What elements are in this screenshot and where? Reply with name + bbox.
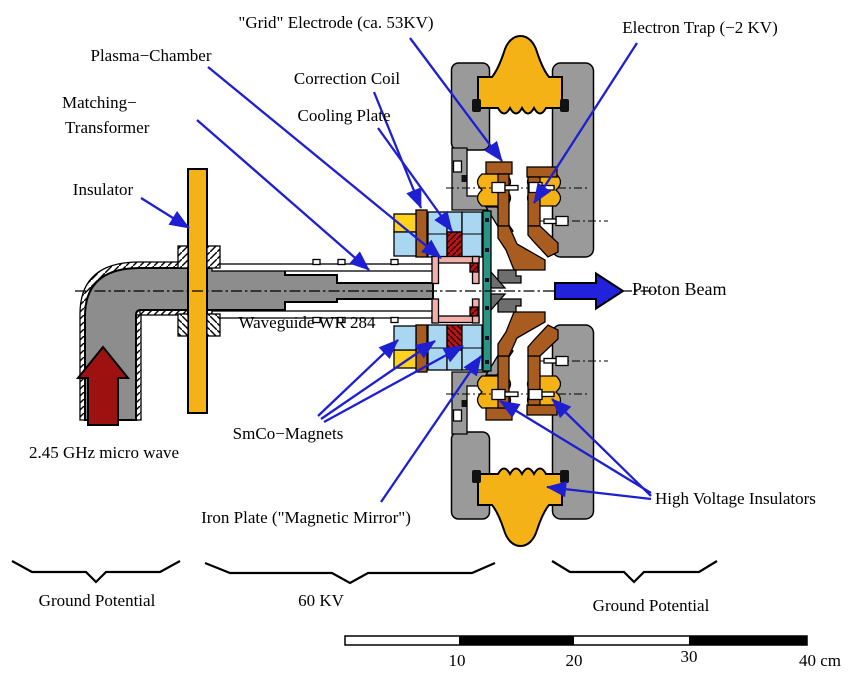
leader-smco-2 — [320, 340, 436, 420]
brace-ground-right — [551, 560, 718, 584]
label-waveguide: Waveguide WR 284 — [238, 313, 376, 332]
label-hv-insulators: High Voltage Insulators — [655, 489, 816, 508]
label-cooling-plate: Cooling Plate — [297, 106, 390, 125]
label-smco-magnets: SmCo−Magnets — [233, 424, 344, 443]
proton-beam-arrow — [554, 271, 625, 311]
label-insulator: Insulator — [73, 180, 134, 199]
label-matching-1: Matching− — [62, 93, 137, 112]
scale-bar — [344, 635, 808, 646]
leader-insulator — [140, 197, 190, 229]
label-iron-plate: Iron Plate ("Magnetic Mirror") — [201, 508, 411, 527]
label-ground-right: Ground Potential — [593, 596, 710, 615]
leader-correction-coil — [372, 91, 423, 209]
leader-grid-electrode — [409, 37, 503, 162]
label-grid-electrode: "Grid" Electrode (ca. 53KV) — [238, 13, 433, 32]
leader-electron-trap — [533, 42, 638, 204]
leader-smco-1 — [317, 339, 399, 417]
leader-hv-insulator-3 — [546, 481, 652, 501]
label-60kv: 60 KV — [298, 591, 345, 610]
leader-cooling-plate — [377, 127, 453, 232]
microwave-arrow — [75, 345, 131, 426]
label-matching-2: Transformer — [65, 118, 150, 137]
label-electron-trap: Electron Trap (−2 KV) — [622, 18, 777, 37]
label-ground-left: Ground Potential — [39, 591, 156, 610]
brace-ground-left — [11, 560, 181, 584]
scale-tick-40: 40 cm — [799, 651, 841, 670]
scale-tick-20: 20 — [566, 651, 583, 670]
aperture-cone — [490, 270, 507, 289]
label-proton-beam: Proton Beam — [632, 279, 727, 299]
scale-tick-10: 10 — [449, 651, 466, 670]
brace-60kv — [204, 561, 496, 585]
scale-tick-30: 30 — [681, 647, 698, 666]
leader-iron-plate — [380, 355, 482, 503]
leader-smco-3 — [323, 344, 464, 424]
leader-hv-insulator-2 — [551, 398, 652, 497]
plasma-chamber — [431, 255, 480, 324]
leader-plasma-chamber — [207, 66, 442, 259]
leader-arrows — [140, 37, 652, 503]
leader-matching-transformer — [196, 119, 370, 271]
aperture-cone — [490, 293, 507, 312]
leader-hv-insulator-1 — [499, 400, 652, 494]
label-correction-coil: Correction Coil — [294, 69, 401, 88]
label-plasma-chamber: Plasma−Chamber — [90, 46, 211, 65]
label-microwave: 2.45 GHz micro wave — [29, 443, 179, 462]
